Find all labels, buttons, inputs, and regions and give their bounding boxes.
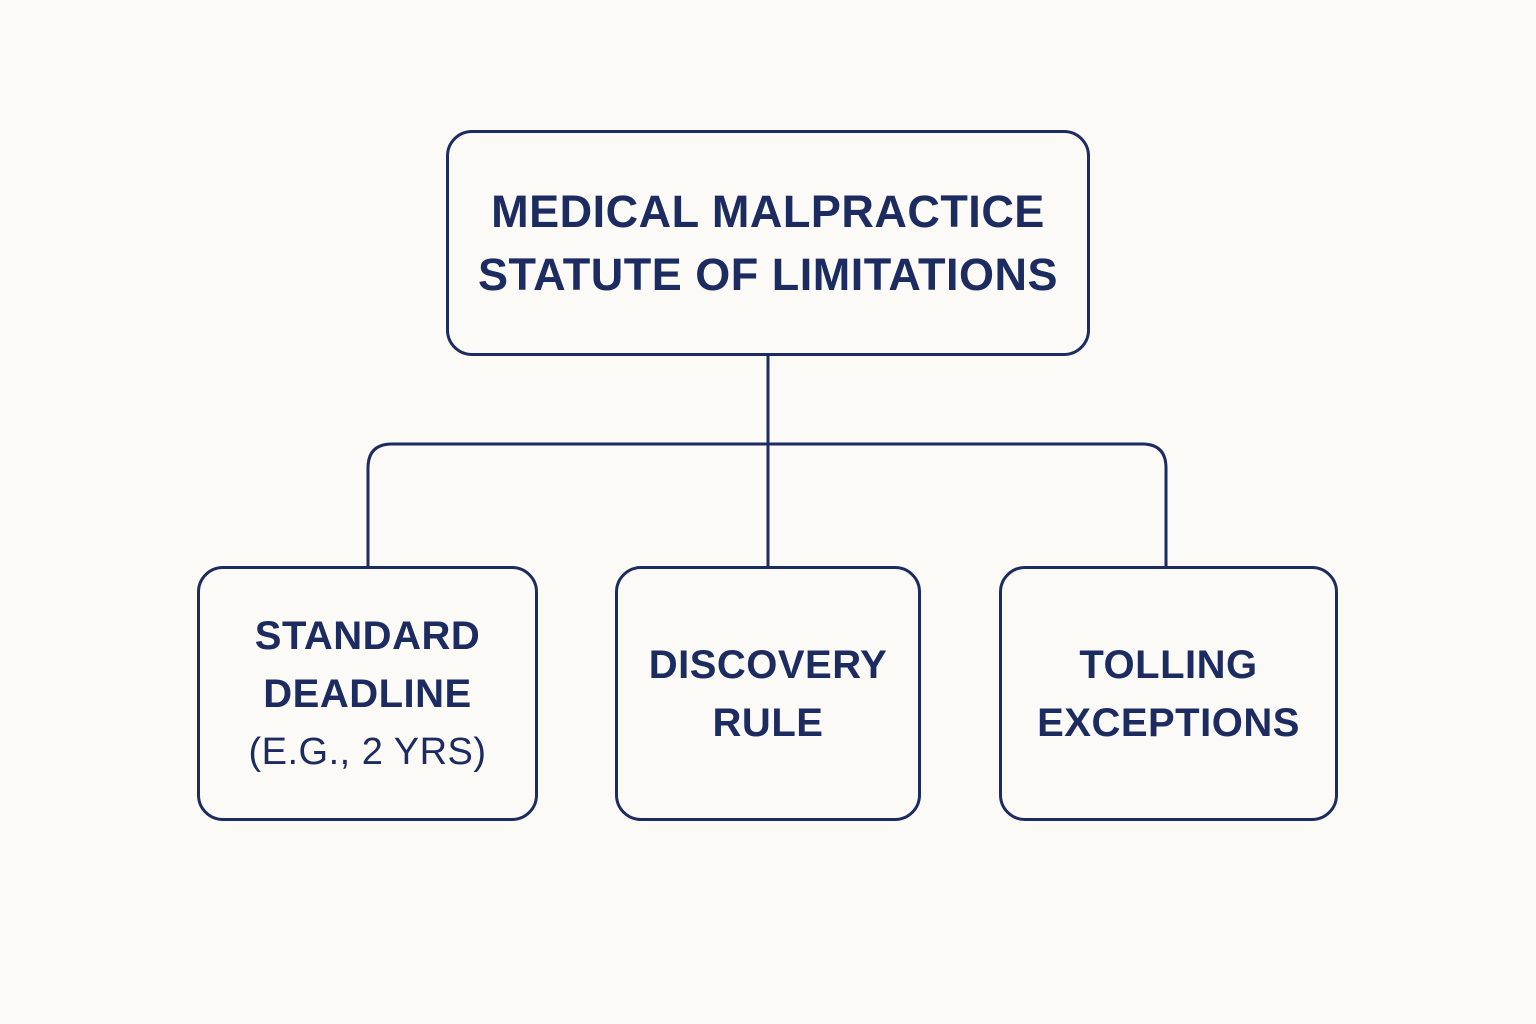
tolling-exceptions-line-2: EXCEPTIONS bbox=[1037, 700, 1300, 745]
standard-deadline-line-2: DEADLINE bbox=[263, 671, 472, 716]
discovery-rule-line-2: RULE bbox=[712, 700, 824, 745]
standard-deadline-example: (E.G., 2 YRS) bbox=[248, 730, 487, 773]
child-node-standard-deadline: STANDARD DEADLINE (E.G., 2 YRS) bbox=[197, 566, 538, 821]
connector-branch-standard bbox=[366, 442, 768, 566]
child-node-discovery-rule: DISCOVERY RULE bbox=[615, 566, 921, 821]
child-node-tolling-exceptions: TOLLING EXCEPTIONS bbox=[999, 566, 1338, 821]
connector-branch-tolling bbox=[768, 442, 1168, 566]
root-node-statute-of-limitations: MEDICAL MALPRACTICE STATUTE OF LIMITATIO… bbox=[446, 130, 1090, 356]
discovery-rule-line-1: DISCOVERY bbox=[648, 642, 888, 687]
root-title-line-1: MEDICAL MALPRACTICE bbox=[491, 186, 1045, 237]
tolling-exceptions-line-1: TOLLING bbox=[1079, 642, 1258, 687]
standard-deadline-line-1: STANDARD bbox=[254, 613, 481, 658]
root-title-line-2: STATUTE OF LIMITATIONS bbox=[477, 249, 1059, 300]
